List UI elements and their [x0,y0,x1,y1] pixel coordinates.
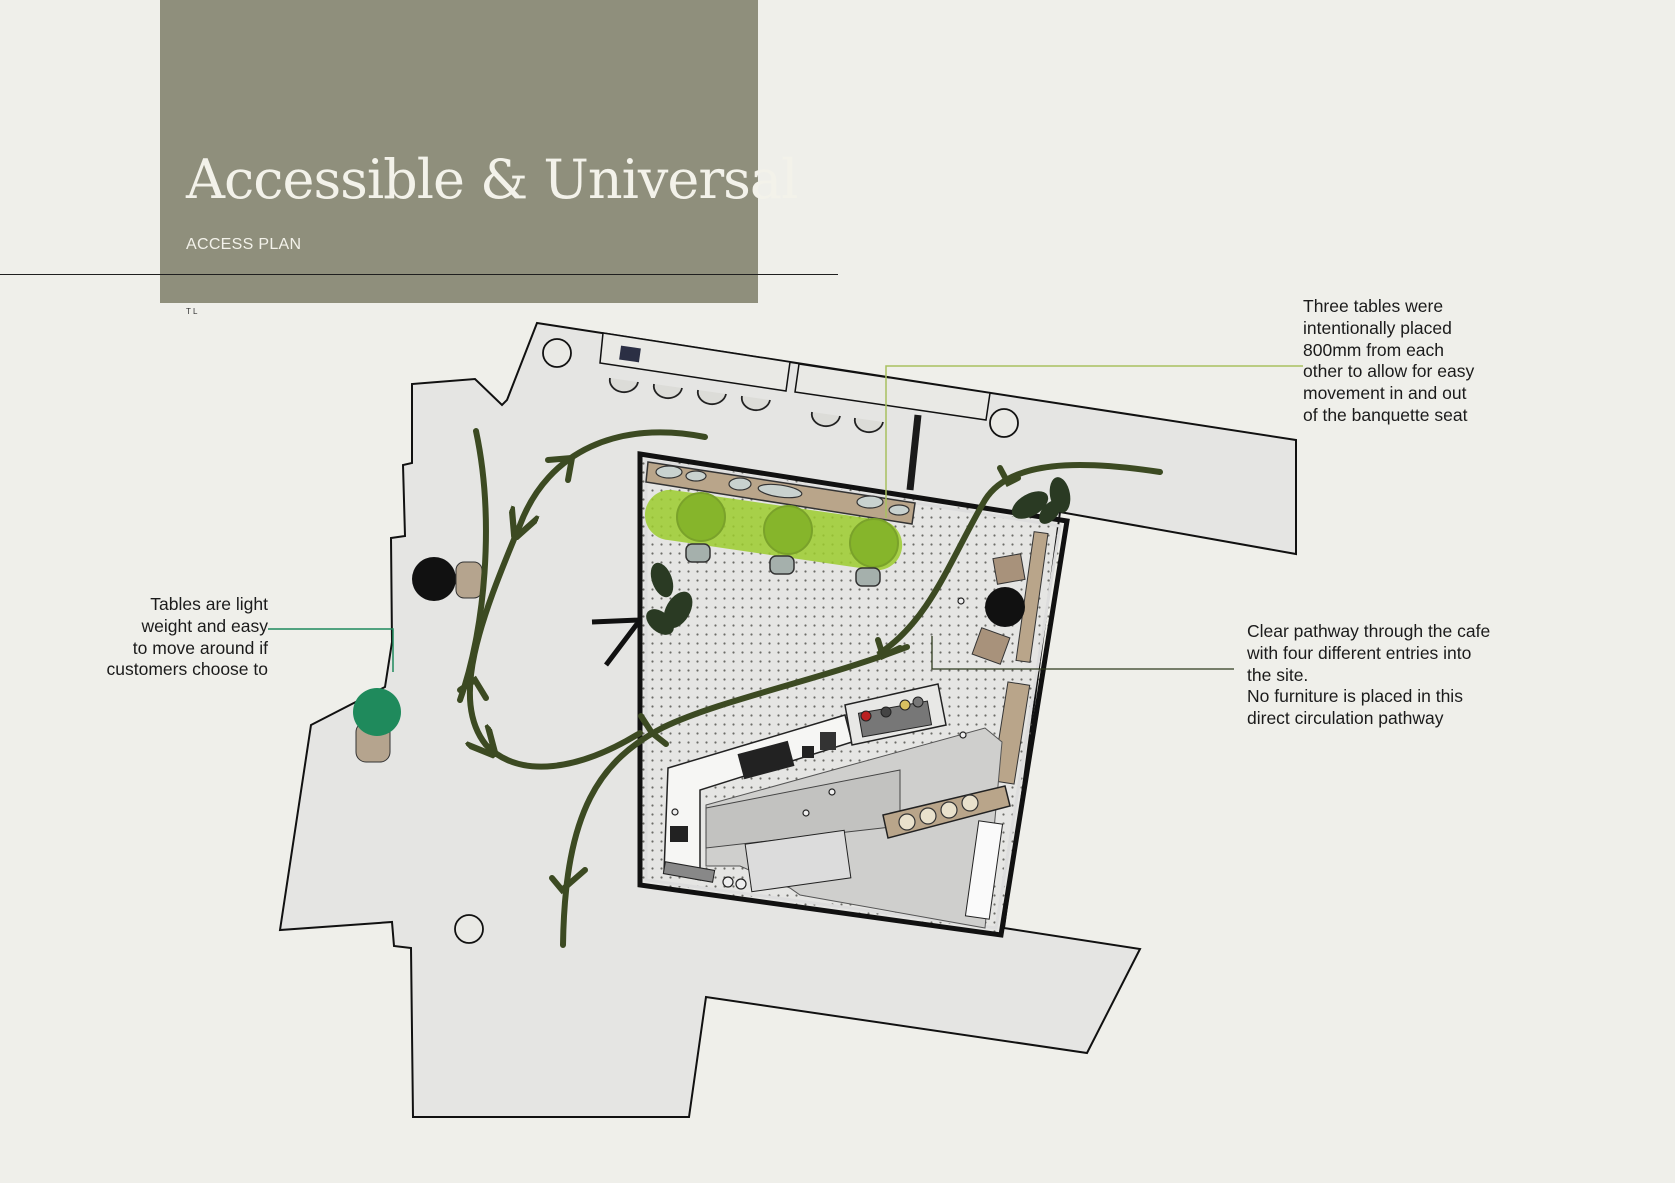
annotation-line: Tables are light [150,594,268,614]
outdoor-chairs [608,377,884,434]
arrowhead-icon [875,637,903,661]
column-circle [989,408,1019,438]
fridge [964,820,1004,920]
pos-device [802,746,814,758]
banquette-stools [685,543,881,587]
menu-board [619,345,641,363]
plant-icon [1011,477,1071,524]
header-block [160,0,758,303]
circulation-arrow [457,428,489,703]
side-chair [992,553,1026,585]
annotation-line: customers choose to [106,659,268,680]
annotation-line: weight and easy [141,615,268,636]
circulation-pathway [457,428,1163,948]
page-title: Accessible & Universal [186,148,798,211]
coffee-machines [857,696,933,738]
header-divider [0,274,838,275]
circulation-arrow [560,644,910,948]
leader-line-tables [885,365,1303,518]
column-circle [454,914,484,944]
shelving [991,681,1031,785]
outdoor-bench-right [794,363,991,421]
movable-table [412,557,456,601]
tiny-mark: T L [186,307,198,316]
annotation-light-tables: Tables are light weight and easy to move… [60,594,268,681]
kettle-icon [670,826,688,842]
annotation-line: of the banquette seat [1303,404,1468,425]
banquette-cushions [655,465,910,516]
annotation-line: direct circulation pathway [1247,708,1444,729]
banquette-tables [676,492,899,568]
annotation-line: to move around if [132,637,268,658]
screen-post [906,414,922,491]
circulation-arrow [877,462,1163,656]
annotation-pathway: Clear pathway through the cafe with four… [1247,621,1490,730]
leader-line-light [268,628,394,672]
cake-stands [898,794,979,831]
annotation-line: intentionally placed [1303,317,1452,338]
annotation-line: with four different entries into [1247,642,1472,663]
sink-unit [744,829,852,893]
leader-line-pathway [931,636,1234,670]
grinder [820,732,836,750]
annotation-line: movement in and out [1303,383,1467,404]
arrow-heads [457,454,1021,895]
arrowhead-icon [638,713,669,747]
annotation-line: Three tables were [1303,296,1444,316]
column-circle [542,338,572,368]
side-table [985,587,1025,627]
outdoor-bench-left [599,332,791,392]
movable-chair [455,561,483,599]
annotation-line: other to allow for easy [1303,361,1475,382]
annotation-tables-spacing: Three tables were intentionally placed 8… [1303,296,1474,427]
small-fixtures [671,597,967,890]
cash-register [737,740,795,780]
annotation-line: No furniture is placed in this [1247,686,1463,707]
side-bench [1015,531,1049,663]
entry-door [591,617,642,667]
arrowhead-icon [545,454,576,483]
annotation-line: 800mm from each [1303,339,1445,360]
arrowhead-icon [997,465,1021,487]
plant-icon [646,562,693,635]
annotation-line: the site. [1247,664,1309,685]
movable-table-highlighted [353,688,401,736]
page-subtitle: ACCESS PLAN [186,236,302,253]
annotation-line: Clear pathway through the cafe [1247,621,1491,641]
kitchen-tray [662,861,716,883]
arrowhead-icon [549,867,588,895]
side-chair [971,627,1011,665]
arrowhead-icon [457,675,489,701]
